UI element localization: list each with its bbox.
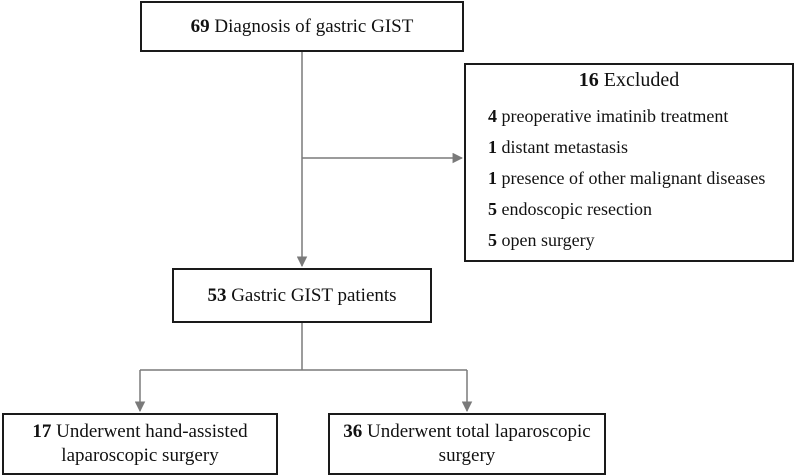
patients-box: 53 Gastric GIST patients	[172, 268, 432, 323]
hand-assisted-line2: laparoscopic surgery	[61, 445, 219, 466]
total-laparoscopic-label: Underwent total laparoscopic	[362, 421, 591, 442]
total-laparoscopic-box: 36 Underwent total laparoscopic surgery	[328, 413, 606, 475]
total-laparoscopic-line2: surgery	[438, 445, 496, 466]
hand-assisted-count: 17	[32, 421, 52, 442]
excluded-item-label: preoperative imatinib treatment	[497, 106, 729, 126]
diagnosis-label: Diagnosis of gastric GIST	[209, 15, 414, 37]
excluded-item-label: open surgery	[497, 230, 595, 250]
hand-assisted-box: 17 Underwent hand-assisted laparoscopic …	[2, 413, 278, 475]
excluded-item: 1 distant metastasis	[488, 134, 792, 165]
excluded-box: 16 Excluded 4 preoperative imatinib trea…	[464, 63, 794, 262]
excluded-item-count: 5	[488, 230, 497, 250]
excluded-item-label: distant metastasis	[497, 137, 628, 157]
diagnosis-count: 69	[190, 15, 210, 37]
patients-label: Gastric GIST patients	[226, 284, 397, 306]
excluded-item: 5 open surgery	[488, 227, 792, 258]
excluded-count: 16	[578, 69, 599, 91]
excluded-item-count: 1	[488, 168, 497, 188]
total-laparoscopic-line1: 36 Underwent total laparoscopic	[343, 420, 590, 444]
excluded-item: 4 preoperative imatinib treatment	[488, 103, 792, 134]
total-laparoscopic-count: 36	[343, 421, 363, 442]
excluded-label: Excluded	[598, 69, 680, 91]
hand-assisted-line1: 17 Underwent hand-assisted	[32, 420, 247, 444]
excluded-item-count: 1	[488, 137, 497, 157]
excluded-item-label: presence of other malignant diseases	[497, 168, 766, 188]
patients-count: 53	[207, 284, 227, 306]
excluded-title: 16 Excluded	[466, 69, 792, 92]
excluded-item-label: endoscopic resection	[497, 199, 652, 219]
excluded-item-count: 4	[488, 106, 497, 126]
excluded-item: 1 presence of other malignant diseases	[488, 165, 792, 196]
hand-assisted-label: Underwent hand-assisted	[51, 421, 248, 442]
excluded-item-count: 5	[488, 199, 497, 219]
diagnosis-box: 69 Diagnosis of gastric GIST	[140, 1, 464, 52]
excluded-item: 5 endoscopic resection	[488, 196, 792, 227]
